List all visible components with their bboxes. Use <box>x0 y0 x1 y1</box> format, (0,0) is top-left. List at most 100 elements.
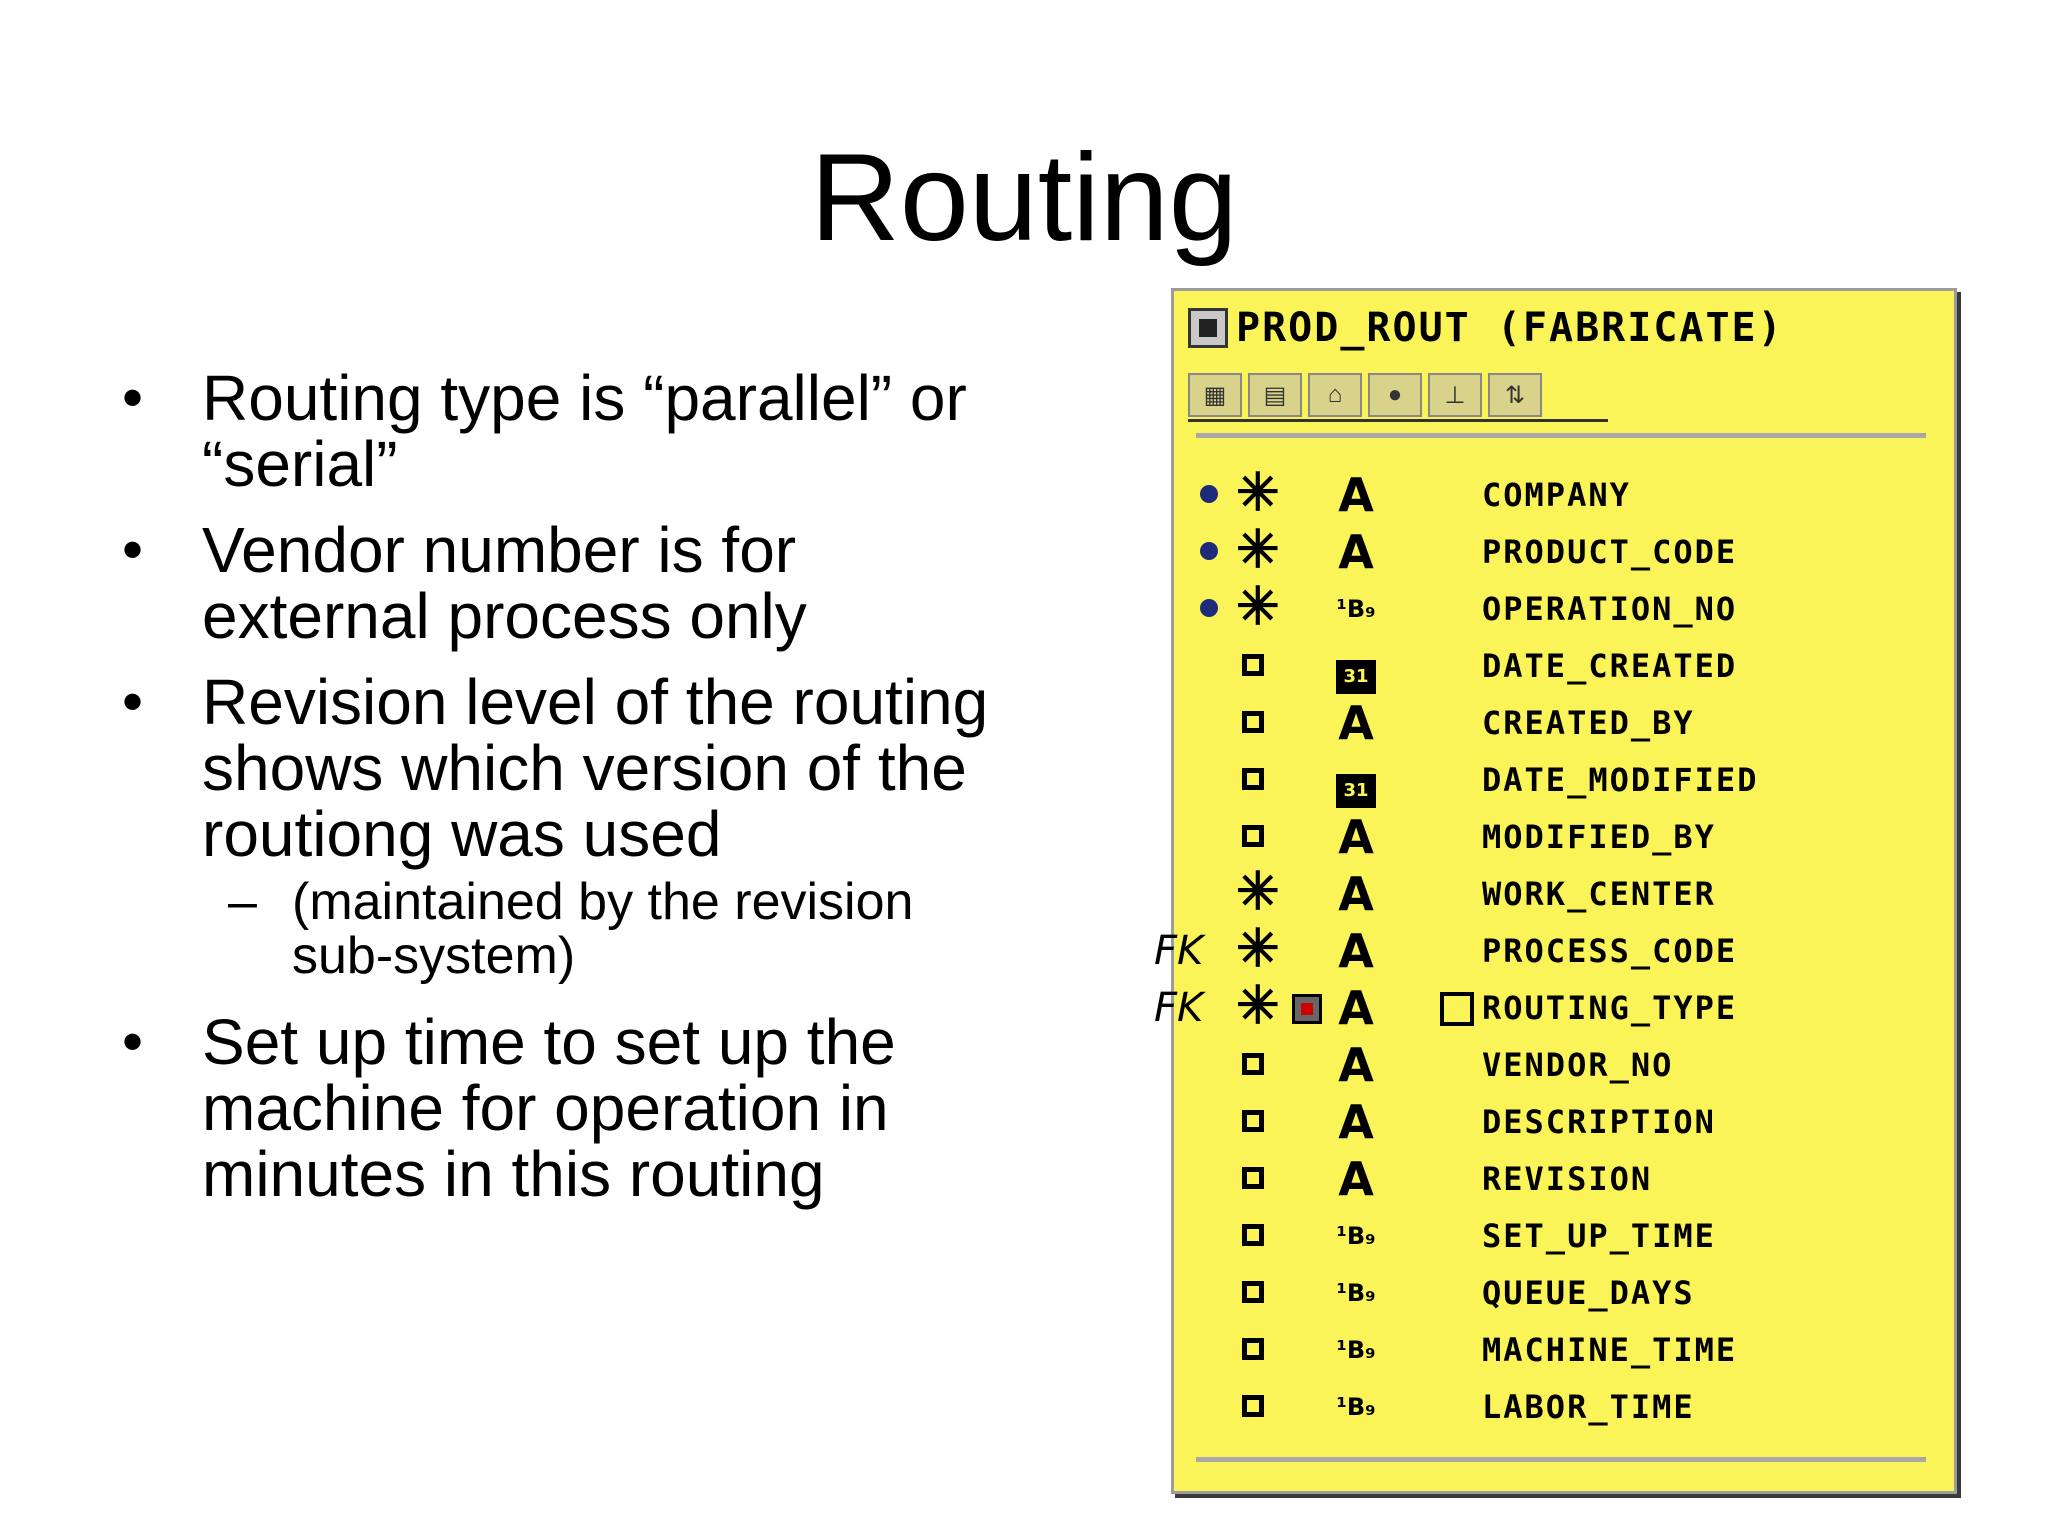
field-name: OPERATION_NO <box>1482 590 1738 628</box>
field-name: DESCRIPTION <box>1482 1103 1716 1141</box>
table-view-icon[interactable]: ▤ <box>1248 373 1302 417</box>
bullet-item: • Routing type is “parallel” or “serial” <box>120 362 1020 500</box>
optional-checkbox-icon <box>1242 711 1264 733</box>
field-name: MODIFIED_BY <box>1482 818 1716 856</box>
field-name: PROCESS_CODE <box>1482 932 1738 970</box>
table-icon <box>1188 308 1228 348</box>
field-row[interactable]: 31 DATE_CREATED <box>1174 638 1954 695</box>
bullet-item: • Vendor number is for external process … <box>120 514 1020 652</box>
field-name: WORK_CENTER <box>1482 875 1716 913</box>
mandatory-icon: ✳ <box>1236 578 1280 636</box>
bullet-text: Routing type is “parallel” or “serial” <box>202 362 967 500</box>
mandatory-icon: ✳ <box>1236 977 1280 1035</box>
bullet-marker: • <box>122 516 144 583</box>
optional-checkbox-icon <box>1242 825 1264 847</box>
primary-key-icon <box>1200 599 1218 617</box>
bullet-marker: • <box>122 364 144 431</box>
field-row[interactable]: ¹B₉ QUEUE_DAYS <box>1174 1265 1954 1322</box>
domain-bracket-icon <box>1440 992 1474 1026</box>
field-name: DATE_CREATED <box>1482 647 1738 685</box>
entity-title: PROD_ROUT (FABRICATE) <box>1236 305 1784 351</box>
mandatory-icon: ✳ <box>1236 464 1280 522</box>
field-row[interactable]: A DESCRIPTION <box>1174 1094 1954 1151</box>
char-type-icon: A <box>1338 867 1374 921</box>
number-type-icon: ¹B₉ <box>1336 1279 1376 1307</box>
sort-icon[interactable]: ⇅ <box>1488 373 1542 417</box>
slide-title: Routing <box>810 129 1238 267</box>
field-row[interactable]: ¹B₉ MACHINE_TIME <box>1174 1322 1954 1379</box>
char-type-icon: A <box>1338 1095 1374 1149</box>
field-row[interactable]: ¹B₉ SET_UP_TIME <box>1174 1208 1954 1265</box>
field-name: DATE_MODIFIED <box>1482 761 1759 799</box>
grid-icon[interactable]: ▦ <box>1188 373 1242 417</box>
bullet-text: Vendor number is for external process on… <box>202 514 807 652</box>
primary-key-icon <box>1200 485 1218 503</box>
bullet-text: Revision level of the routing shows whic… <box>202 666 989 870</box>
fk-label: FK <box>1154 985 1204 1031</box>
mandatory-icon: ✳ <box>1236 920 1280 978</box>
char-type-icon: A <box>1338 981 1374 1035</box>
field-name: CREATED_BY <box>1482 704 1695 742</box>
mandatory-icon: ✳ <box>1236 521 1280 579</box>
number-type-icon: ¹B₉ <box>1336 595 1376 623</box>
field-row[interactable]: A MODIFIED_BY <box>1174 809 1954 866</box>
sub-bullet-marker: – <box>228 873 257 931</box>
field-name: ROUTING_TYPE <box>1482 989 1738 1027</box>
optional-checkbox-icon <box>1242 1110 1264 1132</box>
date-type-icon: 31 <box>1330 638 1382 695</box>
field-name: COMPANY <box>1482 476 1631 514</box>
primary-key-icon <box>1200 542 1218 560</box>
field-name: VENDOR_NO <box>1482 1046 1674 1084</box>
field-row[interactable]: A VENDOR_NO <box>1174 1037 1954 1094</box>
optional-checkbox-icon <box>1242 1281 1264 1303</box>
index-icon[interactable]: ⊥ <box>1428 373 1482 417</box>
sub-bullet-item: – (maintained by the revision sub-system… <box>120 875 1020 983</box>
field-row[interactable]: ¹B₉ LABOR_TIME <box>1174 1379 1954 1436</box>
key-icon[interactable]: ● <box>1368 373 1422 417</box>
date-type-icon: 31 <box>1330 752 1382 809</box>
field-row[interactable]: ✳ ¹B₉ OPERATION_NO <box>1174 578 1954 638</box>
field-row[interactable]: ✳ A PRODUCT_CODE <box>1174 521 1954 581</box>
field-name: PRODUCT_CODE <box>1482 533 1738 571</box>
field-row[interactable]: 31 DATE_MODIFIED <box>1174 752 1954 809</box>
field-name: LABOR_TIME <box>1482 1388 1695 1426</box>
optional-checkbox-icon <box>1242 1224 1264 1246</box>
field-row[interactable]: A CREATED_BY <box>1174 695 1954 752</box>
field-row[interactable]: FK ✳ A ROUTING_TYPE <box>1154 977 1954 1037</box>
char-type-icon: A <box>1338 468 1374 522</box>
fk-label: FK <box>1154 928 1204 974</box>
number-type-icon: ¹B₉ <box>1336 1336 1376 1364</box>
number-type-icon: ¹B₉ <box>1336 1393 1376 1421</box>
entity-header: PROD_ROUT (FABRICATE) <box>1188 305 1784 351</box>
char-type-icon: A <box>1338 1152 1374 1206</box>
char-type-icon: A <box>1338 525 1374 579</box>
optional-checkbox-icon <box>1242 1395 1264 1417</box>
bullet-marker: • <box>122 1008 144 1075</box>
char-type-icon: A <box>1338 810 1374 864</box>
entity-toolbar: ▦ ▤ ⌂ ● ⊥ ⇅ <box>1188 373 1608 422</box>
char-type-icon: A <box>1338 696 1374 750</box>
optional-checkbox-icon <box>1242 768 1264 790</box>
divider <box>1196 1457 1926 1462</box>
bullet-item: • Revision level of the routing shows wh… <box>120 666 1020 870</box>
domain-icon <box>1292 994 1322 1024</box>
optional-checkbox-icon <box>1242 1167 1264 1189</box>
field-list: ✳ A COMPANY ✳ A PRODUCT_CODE ✳ ¹B₉ OPERATION_NO 3… <box>1154 464 1954 1436</box>
optional-checkbox-icon <box>1242 1053 1264 1075</box>
optional-checkbox-icon <box>1242 1338 1264 1360</box>
optional-checkbox-icon <box>1242 654 1264 676</box>
relation-icon[interactable]: ⌂ <box>1308 373 1362 417</box>
char-type-icon: A <box>1338 1038 1374 1092</box>
field-row[interactable]: ✳ A COMPANY <box>1174 464 1954 524</box>
number-type-icon: ¹B₉ <box>1336 1222 1376 1250</box>
bullet-marker: • <box>122 668 144 735</box>
bullet-text: Set up time to set up the machine for op… <box>202 1006 896 1210</box>
field-name: SET_UP_TIME <box>1482 1217 1716 1255</box>
field-row[interactable]: ✳ A WORK_CENTER <box>1174 863 1954 923</box>
entity-box[interactable]: PROD_ROUT (FABRICATE) ▦ ▤ ⌂ ● ⊥ ⇅ ✳ A COMP… <box>1154 288 1957 1494</box>
field-name: MACHINE_TIME <box>1482 1331 1738 1369</box>
field-name: QUEUE_DAYS <box>1482 1274 1695 1312</box>
mandatory-icon: ✳ <box>1236 863 1280 921</box>
